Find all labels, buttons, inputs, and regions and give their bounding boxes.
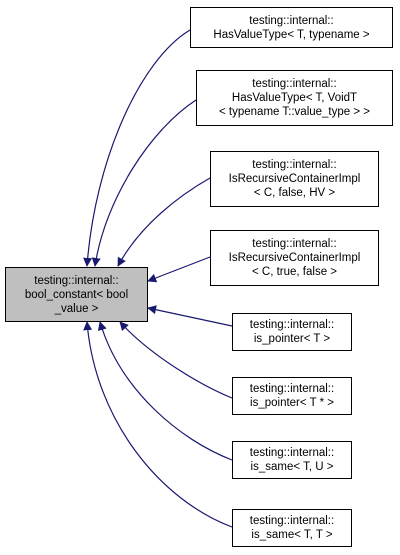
class-line: testing::internal:: [249, 319, 335, 331]
class-line: testing::internal:: [252, 78, 337, 90]
class-line: testing::internal:: [249, 14, 334, 27]
class-node-is-pointer-ptr[interactable]: testing::internal:: is_pointer< T * > [232, 377, 352, 415]
edge-is-same-1 [97, 321, 233, 461]
class-line: < typename T::value_type > > [219, 106, 370, 118]
edge-isrecursive-1 [117, 177, 211, 267]
class-line: HasValueType< T, VoidT [231, 92, 358, 104]
class-line: IsRecursiveContainerImpl [228, 252, 361, 264]
class-line: testing::internal:: [249, 447, 335, 459]
edge-hasvaluetype-1 [83, 29, 191, 267]
edge-isrecursive-2 [147, 256, 211, 283]
class-node-is-same-tt[interactable]: testing::internal:: is_same< T, T > [232, 509, 352, 547]
base-class-line-1: testing::internal:: [34, 274, 119, 287]
class-line: testing::internal:: [252, 238, 337, 250]
base-class-line-3: _value > [54, 302, 99, 315]
class-line: is_pointer< T * > [250, 397, 334, 409]
class-node-is-same-tu[interactable]: testing::internal:: is_same< T, U > [232, 441, 352, 479]
class-node-hasvaluetype[interactable]: testing::internal:: HasValueType< T, typ… [190, 7, 393, 48]
base-class-node[interactable]: testing::internal:: bool_constant< bool … [5, 267, 148, 322]
class-line: < C, true, false > [251, 266, 337, 278]
class-line: IsRecursiveContainerImpl [228, 173, 361, 185]
class-line: testing::internal:: [249, 515, 335, 527]
class-line: testing::internal:: [252, 159, 337, 171]
class-node-isrecursive-true[interactable]: testing::internal:: IsRecursiveContainer… [210, 230, 379, 286]
class-line: HasValueType< T, typename > [213, 28, 370, 41]
class-line: is_pointer< T > [253, 333, 331, 345]
base-class-line-2: bool_constant< bool [24, 288, 129, 301]
class-line: < C, false, HV > [253, 187, 336, 199]
class-node-is-pointer[interactable]: testing::internal:: is_pointer< T > [232, 313, 352, 351]
class-line: is_same< T, U > [250, 461, 334, 473]
class-line: testing::internal:: [249, 383, 335, 395]
edge-is-pointer-1 [147, 305, 233, 327]
class-node-isrecursive-false[interactable]: testing::internal:: IsRecursiveContainer… [210, 151, 379, 207]
class-node-hasvaluetype-voidt[interactable]: testing::internal:: HasValueType< T, Voi… [196, 70, 393, 126]
class-line: is_same< T, T > [251, 529, 333, 541]
edge-is-same-2 [83, 321, 233, 528]
edge-is-pointer-2 [119, 321, 233, 399]
edge-hasvaluetype-2 [91, 99, 197, 267]
